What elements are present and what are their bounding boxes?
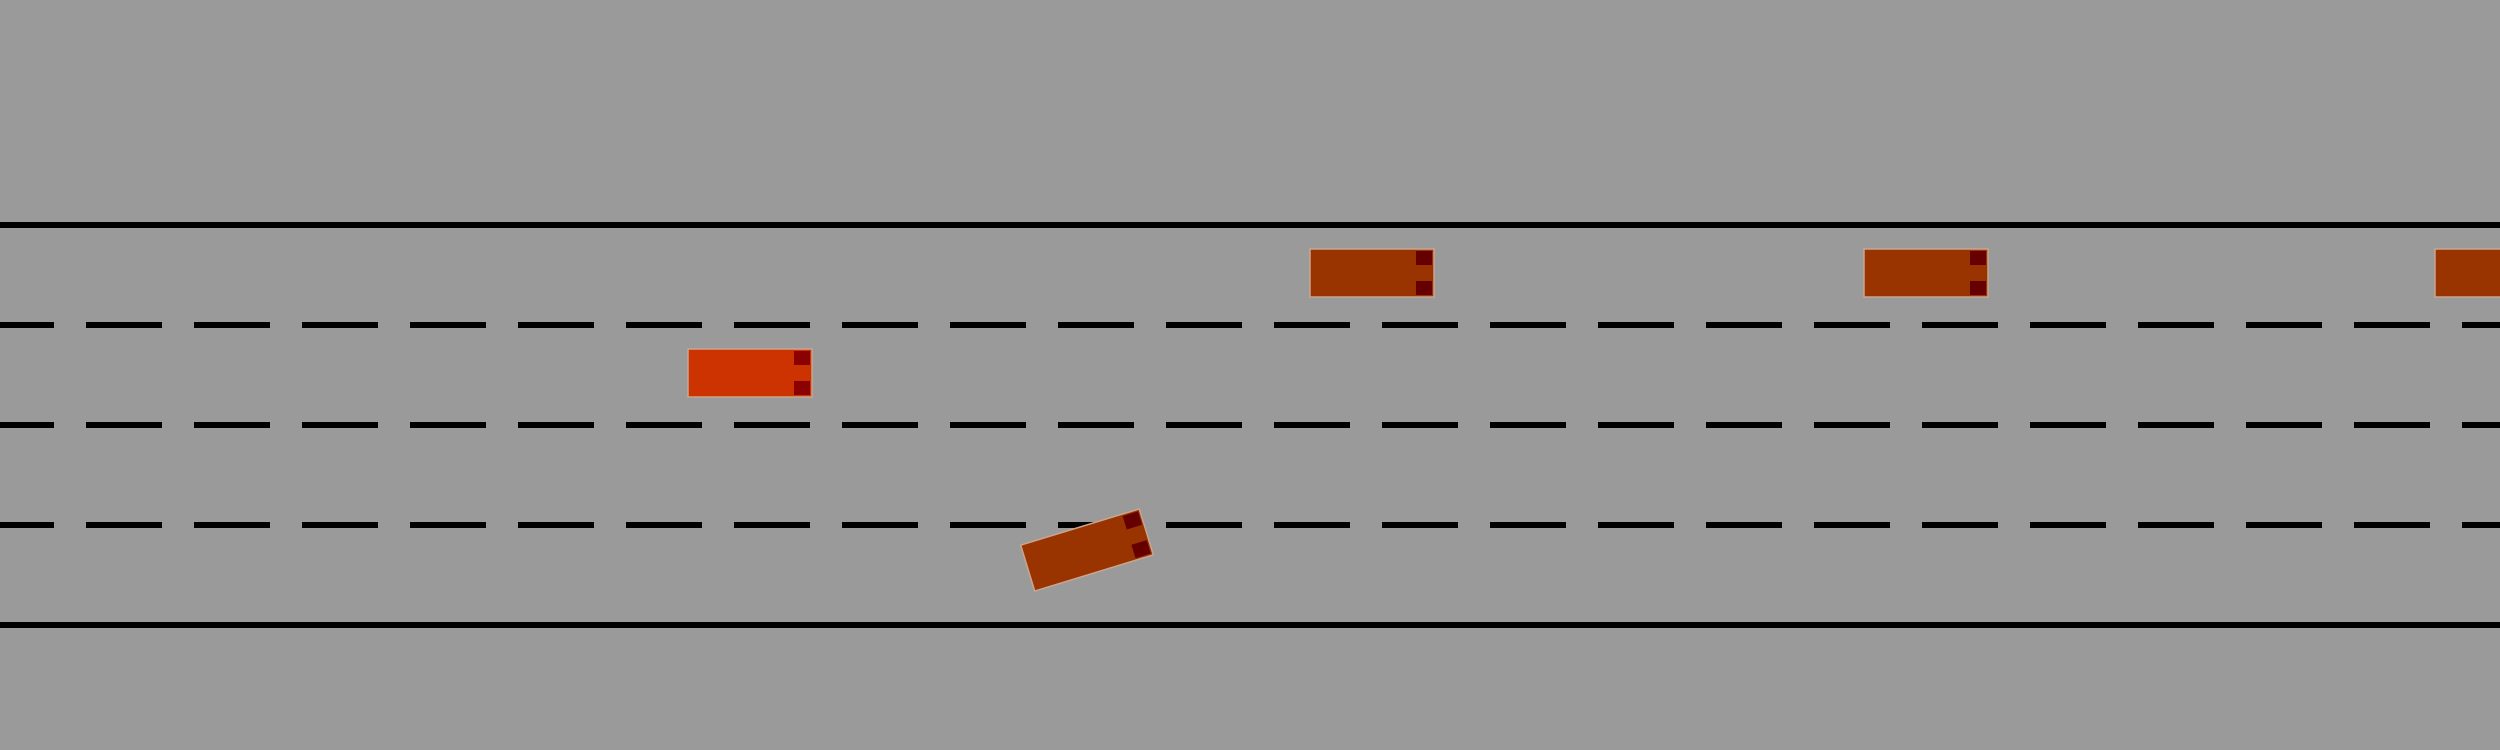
vehicle-car-2 bbox=[1863, 248, 1989, 298]
headlight-right bbox=[794, 381, 810, 395]
headlight-left bbox=[1416, 251, 1432, 265]
headlight-left bbox=[1970, 251, 1986, 265]
vehicle-body bbox=[2434, 248, 2500, 298]
headlight-left bbox=[1122, 511, 1143, 530]
vehicle-body bbox=[1309, 248, 1435, 298]
vehicle-car-4 bbox=[1019, 507, 1155, 593]
headlight-left bbox=[794, 351, 810, 365]
headlight-right bbox=[1970, 281, 1986, 295]
vehicle-ego bbox=[687, 348, 813, 398]
road-markings bbox=[0, 222, 2500, 628]
vehicle-car-3 bbox=[2434, 248, 2500, 298]
vehicles-layer bbox=[687, 248, 2500, 593]
vehicle-body bbox=[687, 348, 813, 398]
headlight-right bbox=[1416, 281, 1432, 295]
vehicle-body bbox=[1863, 248, 1989, 298]
headlight-right bbox=[1131, 540, 1151, 559]
vehicle-body bbox=[1019, 507, 1155, 593]
vehicle-car-1 bbox=[1309, 248, 1435, 298]
